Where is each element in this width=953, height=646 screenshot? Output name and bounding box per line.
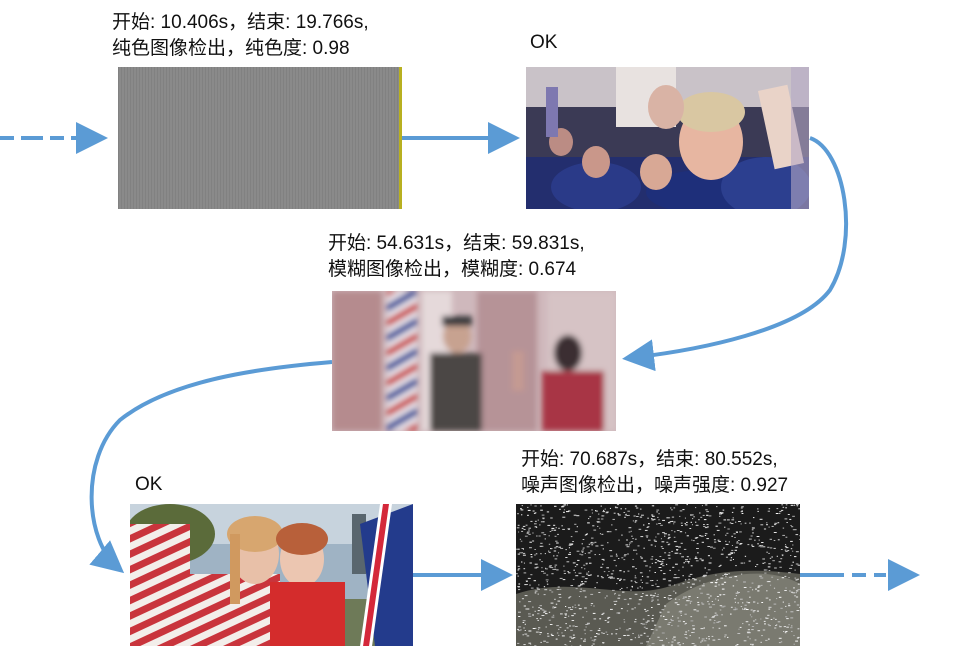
ok-frame-1-image: [526, 67, 809, 209]
noise-frame-time: 开始: 70.687s，结束: 80.552s,: [521, 449, 778, 470]
ok-frame-2-image: [130, 504, 413, 646]
blur-frame-image: [332, 291, 616, 431]
ok-frame-2-caption: OK: [135, 474, 163, 495]
blur-frame-time: 开始: 54.631s，结束: 59.831s,: [328, 233, 585, 254]
solid-frame-result: 纯色图像检出，纯色度: 0.98: [112, 38, 350, 59]
curve-ok1-to-blur: [622, 136, 849, 372]
ok-frame-1-caption: OK: [530, 32, 558, 53]
solid-color-frame-image: [118, 67, 402, 209]
noise-frame-result: 噪声图像检出，噪声强度: 0.927: [521, 475, 789, 496]
solid-frame-caption: 开始: 10.406s，结束: 19.766s, 纯色图像检出，纯色度: 0.9…: [112, 10, 369, 62]
blur-frame-caption: 开始: 54.631s，结束: 59.831s, 模糊图像检出，模糊度: 0.6…: [328, 231, 585, 283]
blur-frame-result: 模糊图像检出，模糊度: 0.674: [328, 259, 577, 280]
noise-frame-caption: 开始: 70.687s，结束: 80.552s, 噪声图像检出，噪声强度: 0.…: [521, 447, 788, 499]
curve-blur-to-ok2: [89, 360, 333, 574]
noise-frame-image: [516, 504, 800, 646]
solid-frame-time: 开始: 10.406s，结束: 19.766s,: [112, 12, 369, 33]
